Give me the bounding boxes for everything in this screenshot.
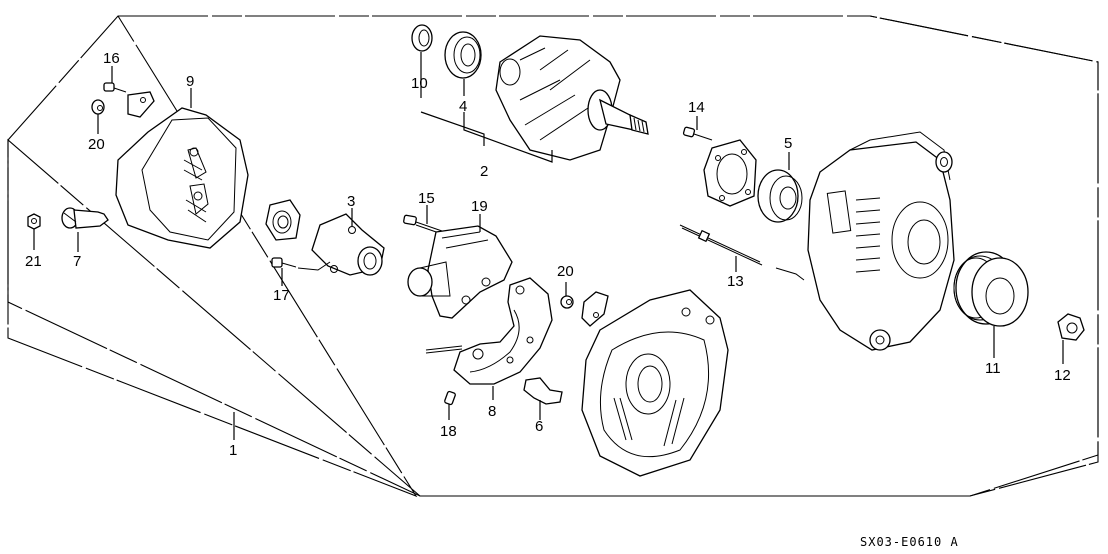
callout-20-left: 20 (88, 136, 105, 153)
part-16-bolt[interactable] (103, 82, 155, 118)
part-20-nut-right[interactable] (560, 291, 609, 327)
part-11-pulley[interactable] (953, 251, 1029, 327)
callout-18: 18 (440, 423, 457, 440)
callout-9: 9 (186, 73, 194, 90)
callout-3: 3 (347, 193, 355, 210)
brush-holder-bushing[interactable] (265, 199, 301, 241)
callout-2: 2 (480, 163, 488, 180)
rear-frame-housing[interactable] (581, 289, 729, 477)
callout-17: 17 (273, 287, 290, 304)
part-21-nut[interactable] (27, 213, 41, 230)
part-2-rotor[interactable] (495, 35, 649, 161)
callout-7: 7 (73, 253, 81, 270)
callout-12: 12 (1054, 367, 1071, 384)
callout-10: 10 (411, 75, 428, 92)
assembly-boundary-outline (7, 15, 1099, 497)
part-4-rear-bearing[interactable] (444, 31, 482, 79)
part-20-nut-left[interactable] (91, 99, 105, 115)
part-9-rear-cover[interactable] (115, 107, 249, 249)
callout-6: 6 (535, 418, 543, 435)
callout-16: 16 (103, 50, 120, 67)
part-18-screw[interactable] (444, 390, 456, 406)
callout-14: 14 (688, 99, 705, 116)
callout-20-right: 20 (557, 263, 574, 280)
part-12-pulley-nut[interactable] (1057, 313, 1085, 341)
part-7-terminal-insulator[interactable] (61, 207, 109, 229)
callout-5: 5 (784, 135, 792, 152)
callout-8: 8 (488, 403, 496, 420)
part-15-screw[interactable] (403, 214, 443, 235)
callout-1: 1 (229, 442, 237, 459)
diagram-reference-code: SX03-E0610 A (860, 535, 959, 549)
part-13-through-bolt[interactable] (679, 224, 805, 281)
callout-13: 13 (727, 273, 744, 290)
part-3-brush-holder[interactable] (311, 213, 385, 276)
part-8-rectifier[interactable] (425, 277, 553, 385)
callout-19: 19 (471, 198, 488, 215)
part-17-screw[interactable] (271, 257, 331, 271)
callout-21: 21 (25, 253, 42, 270)
callout-4: 4 (459, 98, 467, 115)
alternator-front-frame[interactable] (807, 131, 955, 351)
callout-15: 15 (418, 190, 435, 207)
callout-11: 11 (985, 360, 1001, 377)
part-6-insulator[interactable] (523, 377, 563, 405)
part-19-voltage-regulator[interactable] (407, 225, 513, 319)
part-5-front-bearing[interactable] (757, 169, 803, 223)
leader-lines (33, 52, 1064, 440)
part-10-bearing-cover[interactable] (411, 24, 433, 52)
bearing-retainer-plate[interactable] (703, 139, 757, 207)
part-14-screw[interactable] (682, 126, 713, 141)
